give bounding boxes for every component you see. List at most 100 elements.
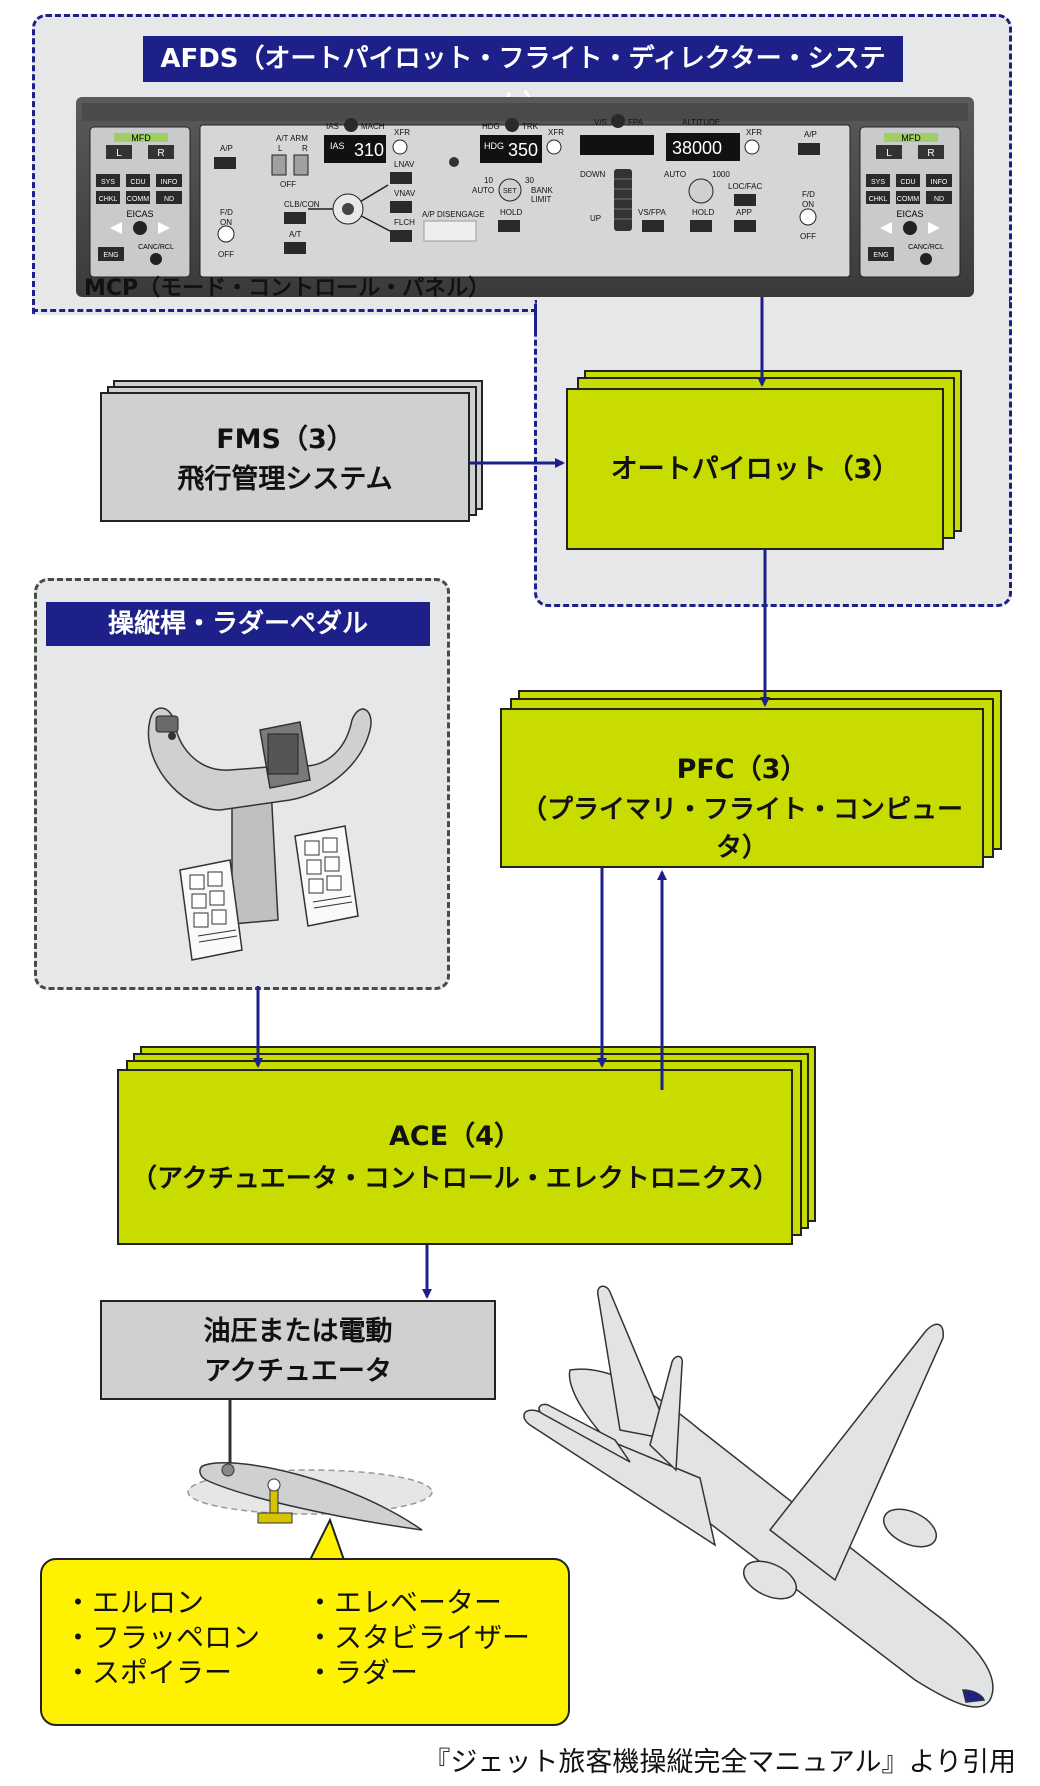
cdu-r-button[interactable] [918, 145, 944, 159]
lnav-button[interactable] [390, 172, 412, 184]
at-arm-switch-l[interactable] [271, 154, 287, 176]
xfr-alt-button[interactable] [744, 139, 760, 155]
svg-text:LIMIT: LIMIT [531, 195, 552, 204]
actuator-line1: 油圧または電動 [203, 1316, 393, 1347]
afds-title: AFDS（オートパイロット・フライト・ディレクター・システム） [143, 36, 903, 120]
controls-title: 操縦桿・ラダーペダル [46, 602, 430, 646]
cdu-r-button[interactable] [148, 145, 174, 159]
at-arm-switch-r[interactable] [293, 154, 309, 176]
svg-text:AUTO: AUTO [472, 186, 494, 195]
hdg-hold-button[interactable] [498, 220, 520, 232]
svg-text:SYS: SYS [871, 179, 885, 186]
fd-switch-left[interactable] [217, 225, 235, 243]
svg-text:XFR: XFR [548, 128, 564, 137]
info-button[interactable] [926, 174, 952, 187]
canc-rcl-button[interactable] [920, 253, 932, 265]
vs-fpa-selector[interactable] [611, 114, 625, 128]
cdu-button[interactable] [126, 174, 150, 187]
nd-button[interactable] [156, 191, 182, 204]
flch-button[interactable] [390, 230, 412, 242]
svg-text:IAS: IAS [326, 122, 339, 131]
vs-window [580, 135, 654, 155]
svg-text:R: R [157, 148, 164, 159]
left-pedal-icon [179, 859, 243, 961]
sys-button[interactable] [866, 174, 890, 187]
left-arrow-icon [110, 222, 122, 234]
eicas-knob[interactable] [903, 221, 917, 235]
at-button[interactable] [284, 242, 306, 254]
svg-text:A/P: A/P [220, 144, 233, 153]
chkl-button[interactable] [866, 191, 890, 204]
list-item: ・フラッペロン [64, 1621, 261, 1654]
ias-window [324, 135, 386, 163]
svg-text:FPA: FPA [628, 118, 644, 127]
comm-button[interactable] [126, 191, 150, 204]
svg-text:V/S: V/S [594, 118, 607, 127]
ap-left-button[interactable] [214, 157, 236, 169]
fd-switch-right[interactable] [799, 208, 817, 226]
eicas-knob[interactable] [133, 221, 147, 235]
vs-thumbwheel[interactable] [614, 169, 632, 231]
eng-button[interactable] [98, 247, 124, 261]
cdu-l-button[interactable] [876, 145, 902, 159]
svg-text:OFF: OFF [218, 250, 234, 259]
comm-button[interactable] [896, 191, 920, 204]
xfr-hdg-button[interactable] [546, 139, 562, 155]
yoke-and-pedals-illustration [147, 707, 372, 961]
altitude-knob[interactable] [688, 178, 714, 204]
fms-title: FMS（3） [216, 424, 354, 455]
vnav-button[interactable] [390, 201, 412, 213]
svg-text:ALTITUDE: ALTITUDE [682, 118, 720, 127]
svg-text:10: 10 [484, 176, 493, 185]
info-button[interactable] [156, 174, 182, 187]
eng-button[interactable] [868, 247, 894, 261]
xfr-left-button[interactable] [392, 139, 408, 155]
hdg-trk-selector[interactable] [505, 118, 519, 132]
pfc-subtitle: （プライマリ・フライト・コンピュータ） [520, 795, 963, 863]
svg-text:CANC/RCL: CANC/RCL [138, 244, 174, 251]
cdu-l-button[interactable] [106, 145, 132, 159]
ap-disengage-bar[interactable] [423, 220, 477, 242]
surfaces-list-left: ・エルロン ・フラッペロン ・スポイラー [64, 1585, 260, 1690]
ap-right-button[interactable] [798, 143, 820, 155]
svg-text:VNAV: VNAV [394, 189, 416, 198]
svg-text:CDU: CDU [130, 179, 145, 186]
cdu-button[interactable] [896, 174, 920, 187]
svg-text:XFR: XFR [746, 128, 762, 137]
vsfpa-button[interactable] [642, 220, 664, 232]
svg-text:ENG: ENG [103, 252, 118, 259]
locfac-button[interactable] [734, 194, 756, 206]
chkl-button[interactable] [96, 191, 120, 204]
svg-text:OFF: OFF [800, 232, 816, 241]
pfc-title: PFC（3） [676, 754, 808, 785]
svg-text:HOLD: HOLD [692, 208, 714, 217]
svg-text:L: L [116, 148, 122, 159]
svg-text:CDU: CDU [900, 179, 915, 186]
ias-mach-selector[interactable] [344, 118, 358, 132]
afds-region-bottom-edge [32, 309, 537, 312]
svg-text:R: R [927, 148, 934, 159]
svg-text:XFR: XFR [394, 128, 410, 137]
svg-text:INFO: INFO [931, 179, 948, 186]
svg-text:350: 350 [508, 140, 538, 160]
svg-text:CANC/RCL: CANC/RCL [908, 244, 944, 251]
app-button[interactable] [734, 220, 756, 232]
hdg-set-knob[interactable] [498, 178, 522, 202]
airplane-icon [523, 1285, 994, 1708]
svg-text:VS/FPA: VS/FPA [638, 208, 667, 217]
ace-title: ACE（4） [389, 1121, 521, 1152]
alt-hold-button[interactable] [690, 220, 712, 232]
cdu-right: MFD L R SYS CDU INFO CHKL COMM ND EICAS … [866, 133, 952, 265]
sys-button[interactable] [96, 174, 120, 187]
control-surface-icon [199, 1462, 423, 1531]
nd-button[interactable] [926, 191, 952, 204]
svg-text:CHKL: CHKL [869, 196, 888, 203]
svg-text:HOLD: HOLD [500, 208, 522, 217]
canc-rcl-button[interactable] [150, 253, 162, 265]
clbcon-button[interactable] [284, 212, 306, 224]
svg-text:EICAS: EICAS [126, 209, 153, 219]
svg-text:TRK: TRK [522, 122, 539, 131]
fms-box: FMS（3） 飛行管理システム [100, 392, 470, 522]
ace-subtitle: （アクチュエータ・コントロール・エレクトロニクス） [131, 1164, 779, 1194]
